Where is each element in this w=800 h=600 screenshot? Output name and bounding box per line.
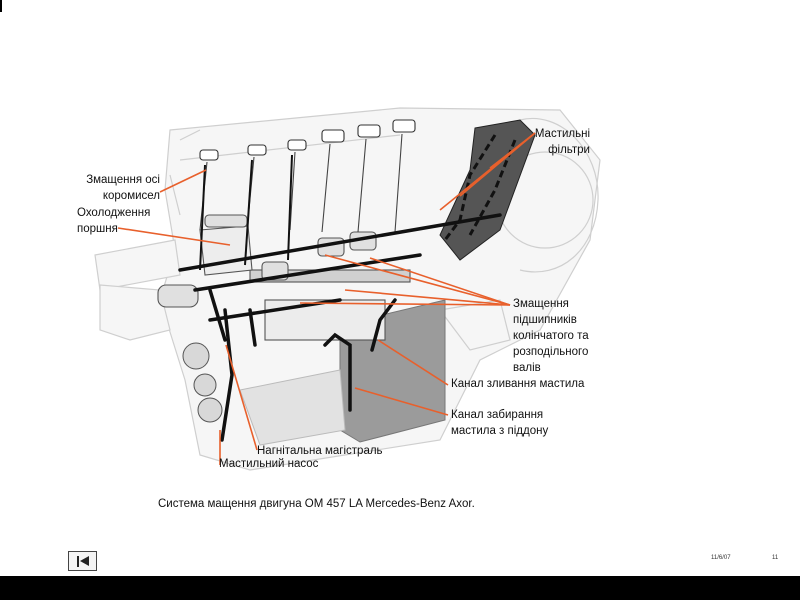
oil-filter-housing — [439, 119, 536, 261]
figure-caption: Система мащення двигуна ОМ 457 LA Merced… — [158, 498, 475, 510]
page-number: 11 — [772, 555, 779, 561]
timing-gears — [182, 342, 223, 423]
slide-code: 11/6/07 — [711, 555, 731, 561]
label-oil-pump: Мастильний насос — [219, 458, 319, 470]
filter-flow-path — [443, 134, 517, 241]
feed-lines — [199, 154, 293, 271]
crank-mechanism — [157, 214, 411, 341]
oil-lines — [178, 213, 502, 442]
leader-lines — [117, 132, 536, 465]
bottom-bar — [0, 576, 800, 600]
label-drain-channel: Канал зливання мастила — [451, 378, 585, 390]
corner-mark — [0, 0, 2, 12]
back-to-start-button[interactable] — [68, 551, 97, 571]
label-pressure-line: Нагнітальна магістраль — [257, 445, 383, 457]
